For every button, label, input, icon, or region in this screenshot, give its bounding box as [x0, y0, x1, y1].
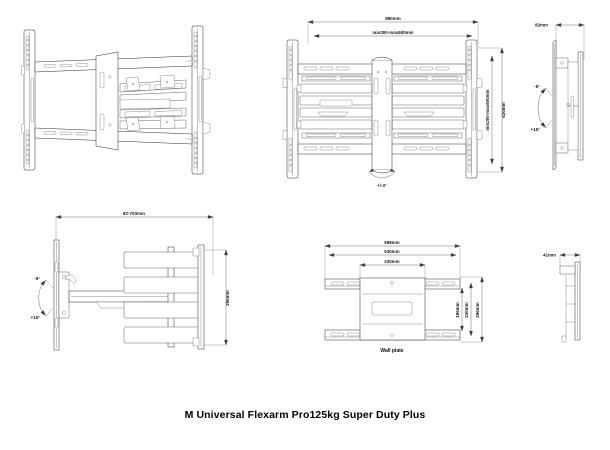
mid-brace	[119, 98, 171, 110]
dim-label-tilt-up: -5°	[534, 84, 540, 89]
dim-plate-hole-width	[328, 253, 457, 257]
front-view: 880mm min300-max600mm	[282, 16, 506, 188]
plate-side-profile	[559, 261, 581, 343]
dim-label-plate-total-height: 296mm	[475, 302, 480, 317]
side-wall-rail	[552, 39, 557, 171]
dim-label-bracket-height: 296mm	[225, 290, 230, 305]
right-vertical-rail	[191, 25, 211, 175]
dim-label-extension-range: 82-703mm	[123, 211, 145, 216]
dim-label-tilt-down: +15°	[531, 127, 541, 132]
bracket-line-bottom	[185, 137, 193, 141]
bracket-line-top	[185, 59, 193, 63]
extended-side-view: 82-703mm	[31, 211, 230, 351]
front-center-pivot	[371, 56, 393, 174]
dim-label-plate-hole-width: 530mm	[384, 249, 399, 254]
dim-plate-inner-width	[359, 263, 426, 282]
dim-label-swivel-angle: +/-3°	[377, 183, 387, 188]
wall-plate-side-view: 41mm	[543, 253, 581, 343]
extended-wall-rail	[53, 239, 60, 351]
dim-bracket-height	[204, 249, 228, 346]
tilt-angle-indicator	[537, 87, 553, 129]
dim-label-overall-width: 880mm	[385, 16, 400, 21]
front-right-arm-group	[391, 75, 468, 139]
dim-label-vesa-width-range: min300-max600mm	[372, 30, 413, 35]
left-vertical-rail	[21, 29, 36, 171]
dim-overall-width	[307, 20, 479, 44]
swivel-angle-indicator	[368, 168, 396, 179]
dim-label-depth-closed: 82mm	[535, 23, 548, 28]
side-profile-view: 82mm -5°	[531, 23, 585, 171]
dim-label-plate-inner-height: 196mm	[455, 302, 460, 317]
side-panel-profile	[577, 51, 584, 161]
dim-label-plate-total-width: 588mm	[384, 240, 399, 245]
wall-pivot-joint	[58, 271, 77, 319]
dim-vesa-height-range	[490, 55, 494, 165]
dim-vesa-width-range	[313, 34, 473, 38]
dim-plate-total-height	[460, 276, 484, 343]
rail-perforations-right	[194, 35, 197, 164]
dim-label-vesa-height-range: min200-max600mm	[485, 89, 490, 130]
dim-label-extended-tilt-up: -5°	[34, 276, 40, 281]
dim-label-plate-inner-width: 230mm	[384, 259, 399, 264]
front-right-rail	[465, 39, 483, 179]
dim-overall-height	[478, 47, 504, 173]
dim-plate-hole-height	[469, 282, 473, 337]
front-left-arm-group	[296, 75, 373, 139]
dim-label-overall-height: 620mm	[501, 102, 506, 117]
side-mount-blocks	[555, 57, 579, 154]
top-left-assembly-view	[21, 25, 211, 175]
wall-plate-view: 588mm 530mm 230mm	[324, 240, 484, 354]
drawing-title: M Universal Flexarm Pro125kg Super Duty …	[184, 409, 426, 421]
rail-perforations-left	[26, 39, 29, 161]
extended-tilt-indicator	[38, 279, 54, 317]
front-left-rail	[282, 39, 299, 179]
wall-plate-caption: Wall plate	[380, 348, 403, 354]
arm-connector-blocks	[125, 74, 176, 131]
dim-label-plate-thickness: 41mm	[543, 253, 556, 258]
center-pivot-plate	[95, 51, 119, 151]
wall-plate-center	[359, 277, 426, 341]
dim-label-extended-tilt-down: +15°	[31, 315, 41, 320]
dim-plate-inner-height	[460, 287, 464, 332]
dim-plate-total-width	[324, 244, 461, 282]
dim-label-plate-hole-height: 230mm	[464, 302, 469, 317]
extended-tv-bracket	[123, 244, 205, 350]
